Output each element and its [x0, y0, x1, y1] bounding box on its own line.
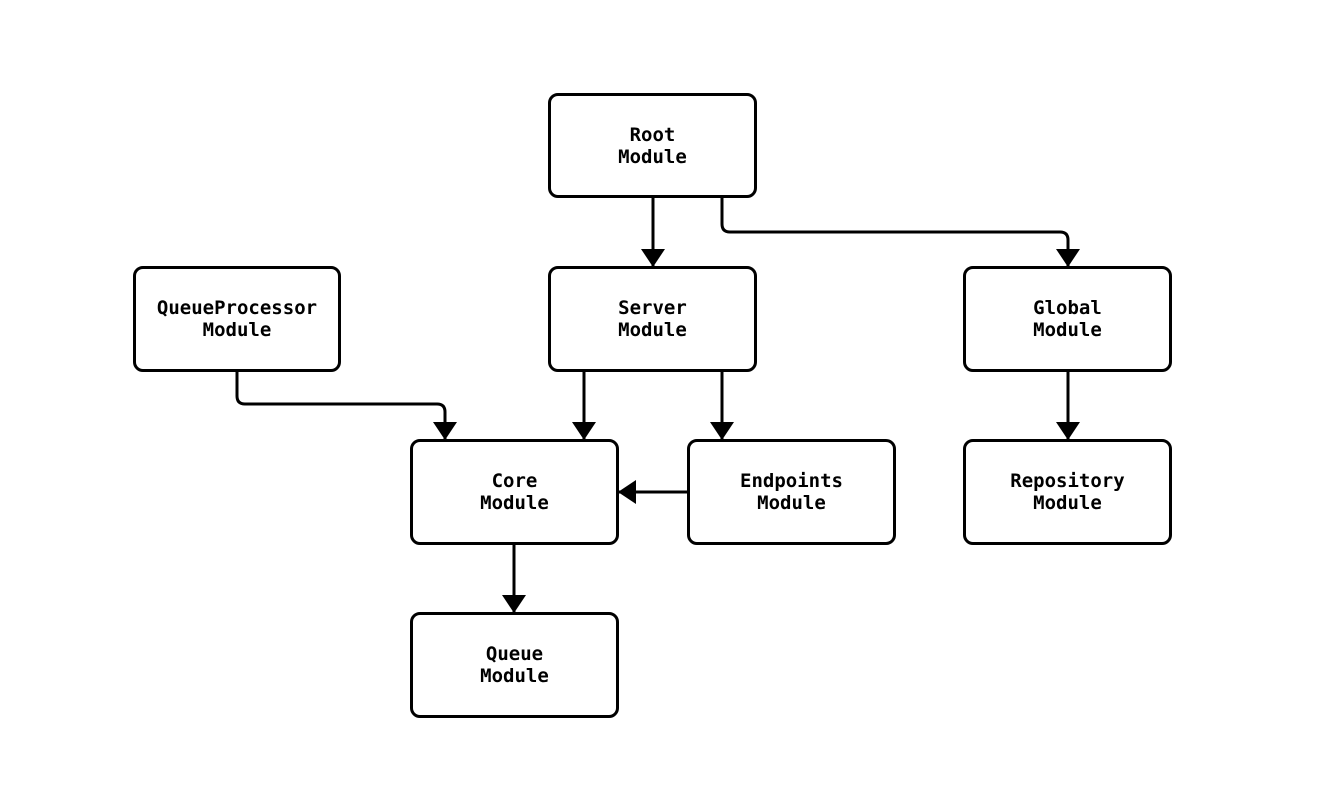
node-repository: Repository Module [963, 439, 1172, 545]
node-root: Root Module [548, 93, 757, 198]
edge-root-global [720, 198, 1080, 267]
node-core: Core Module [410, 439, 619, 545]
node-server: Server Module [548, 266, 757, 372]
node-global: Global Module [963, 266, 1172, 372]
node-endpoints: Endpoints Module [687, 439, 896, 545]
node-label: Root Module [618, 123, 687, 168]
edge-queueprocessor-core [235, 372, 457, 440]
node-label: Endpoints Module [740, 470, 843, 514]
node-label: Core Module [480, 470, 549, 514]
node-label: Queue Module [480, 643, 549, 687]
node-label: Repository Module [1010, 470, 1125, 514]
node-label: Global Module [1033, 297, 1102, 341]
node-label: Server Module [618, 297, 687, 341]
node-queue: Queue Module [410, 612, 619, 718]
node-queueprocessor: QueueProcessor Module [133, 266, 341, 372]
node-label: QueueProcessor Module [156, 297, 318, 341]
